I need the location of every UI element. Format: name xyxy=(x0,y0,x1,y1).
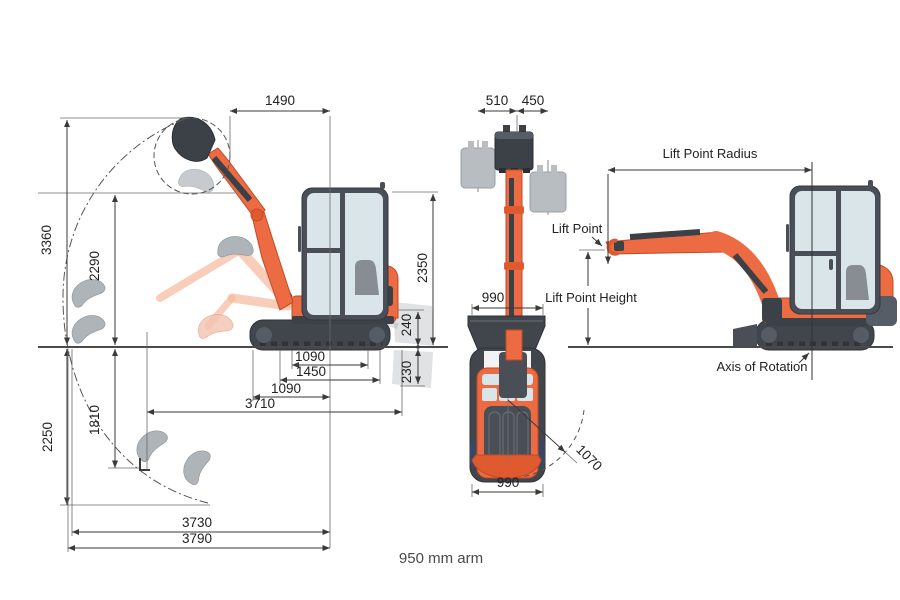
front-top-dimensions xyxy=(471,108,548,497)
swing-bracket xyxy=(499,352,527,398)
label-lift-point-height: Lift Point Height xyxy=(545,290,637,305)
label-axis-of-rotation: Axis of Rotation xyxy=(716,359,807,374)
lift-dimensions xyxy=(579,167,812,364)
side-view-dimensions xyxy=(38,108,438,552)
dim-1090-tail: 1090 xyxy=(271,381,301,396)
dim-2350: 2350 xyxy=(415,253,430,283)
working-range-side-view: 1490 3360 2290 1810 2250 2350 240 230 10… xyxy=(38,93,448,552)
dim-2250: 2250 xyxy=(40,422,55,452)
lift-point-side-view: Lift Point Radius Lift Point Lift Point … xyxy=(545,146,897,380)
label-lift-point: Lift Point xyxy=(552,221,603,236)
dim-1490: 1490 xyxy=(265,93,295,108)
excavator-lift-view xyxy=(605,180,897,351)
label-lift-point-radius: Lift Point Radius xyxy=(663,146,758,161)
blade-right-view xyxy=(733,324,757,348)
bucket xyxy=(171,116,216,162)
dim-3790: 3790 xyxy=(182,531,212,546)
lift-hook xyxy=(606,238,619,256)
excavator-front-view xyxy=(494,125,534,361)
dim-3730: 3730 xyxy=(182,515,212,530)
dim-230: 230 xyxy=(399,361,414,384)
cab-right xyxy=(786,180,881,315)
boom-right xyxy=(707,231,780,312)
dim-3710: 3710 xyxy=(245,396,275,411)
boom xyxy=(251,211,294,311)
cab xyxy=(298,182,389,321)
excavator-top-view xyxy=(467,315,546,483)
dim-1450: 1450 xyxy=(296,364,326,379)
dim-1070: 1070 xyxy=(573,442,605,474)
excavator-side-view xyxy=(171,116,399,351)
dim-3360: 3360 xyxy=(39,225,54,255)
dim-240: 240 xyxy=(399,314,414,337)
dim-450: 450 xyxy=(522,93,545,108)
dim-1810: 1810 xyxy=(87,405,102,435)
dim-1090-tumbler: 1090 xyxy=(295,349,325,364)
swing-ghost-buckets xyxy=(460,140,567,215)
dim-2290: 2290 xyxy=(87,251,102,281)
rear-counterweight-plan xyxy=(471,454,542,479)
caption-arm: 950 mm arm xyxy=(399,550,483,567)
dim-510: 510 xyxy=(486,93,509,108)
dim-990-blade: 990 xyxy=(482,290,505,305)
tail-swing-radius xyxy=(507,399,585,478)
working-envelope-arc xyxy=(62,117,231,504)
dim-990-width: 990 xyxy=(497,475,520,490)
